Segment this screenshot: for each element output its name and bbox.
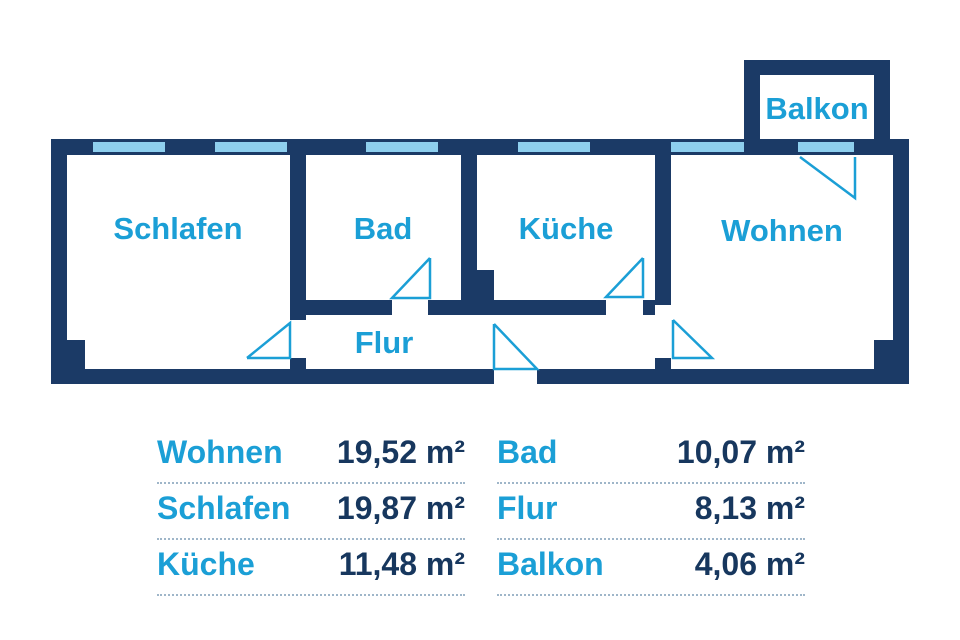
area-value: 19,87 m² [336,490,465,526]
wall-bottom-left [51,369,494,384]
area-row: Balkon 4,06 m² [497,540,805,596]
room-label-flur: Flur [355,325,414,360]
floor-plan: Schlafen Bad Küche Wohnen Flur Balkon [51,60,909,384]
wall-kueche-wohnen [655,155,671,305]
area-row: Schlafen 19,87 m² [157,484,465,540]
area-room-name: Flur [497,490,558,526]
windows [93,142,854,152]
area-room-name: Schlafen [157,490,291,526]
doors [246,155,857,371]
area-room-name: Bad [497,434,558,470]
wall-bad-bottom-a [306,300,392,315]
wall-wohnen-stub [655,358,671,369]
area-value: 8,13 m² [694,490,805,526]
wall-kueche-bottom-b [643,300,655,315]
area-value: 10,07 m² [676,434,805,470]
corner-block-left [67,340,85,369]
window [215,142,287,152]
door-kueche [603,257,645,299]
window [366,142,438,152]
balcony-wall-top [744,60,890,75]
wall-bottom-right [537,369,909,384]
area-column-right: Bad 10,07 m² Flur 8,13 m² Balkon 4,06 m² [497,428,805,596]
wall-kueche-pillar [477,270,494,315]
wall-kueche-bottom-a [494,300,606,315]
area-room-name: Balkon [497,546,604,582]
wall-right [893,139,909,384]
wall-top [51,139,909,155]
area-value: 4,06 m² [694,546,805,582]
area-column-left: Wohnen 19,52 m² Schlafen 19,87 m² Küche … [157,428,465,596]
room-label-wohnen: Wohnen [721,213,843,248]
wall-left [51,139,67,384]
room-label-kueche: Küche [519,211,614,246]
door-schlafen [246,320,292,360]
area-row: Wohnen 19,52 m² [157,428,465,484]
door-entrance [492,323,540,371]
area-row: Bad 10,07 m² [497,428,805,484]
room-label-schlafen: Schlafen [113,211,242,246]
corner-block-right [874,340,893,369]
area-row: Flur 8,13 m² [497,484,805,540]
area-room-name: Küche [157,546,255,582]
door-bad [389,257,432,300]
room-label-balkon: Balkon [765,91,868,126]
balcony-wall-right [874,60,890,150]
room-label-bad: Bad [354,211,413,246]
window-balcony-door [798,142,854,152]
door-wohnen [671,319,716,360]
window [671,142,744,152]
wall-bad-kueche [461,155,477,315]
wall-schlafen-stub [290,358,306,369]
window [93,142,165,152]
wall-schlafen-bad [290,155,306,320]
window [518,142,590,152]
door-balkon [799,155,857,201]
area-room-name: Wohnen [157,434,283,470]
area-value: 19,52 m² [336,434,465,470]
area-value: 11,48 m² [338,546,465,582]
wall-bad-bottom-b [428,300,461,315]
area-row: Küche 11,48 m² [157,540,465,596]
balcony-wall-left [744,60,760,150]
